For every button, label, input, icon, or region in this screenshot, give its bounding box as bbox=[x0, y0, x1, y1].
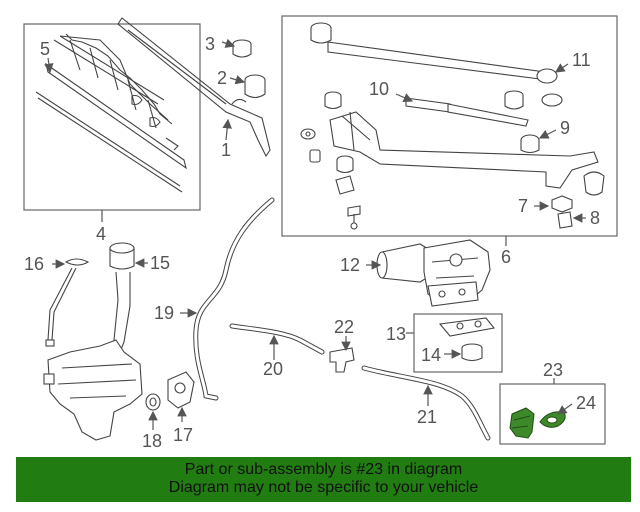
callout-7: 7 bbox=[518, 196, 528, 216]
box-linkage bbox=[281, 15, 618, 237]
arm-cap-3 bbox=[232, 39, 252, 58]
callout-9: 9 bbox=[560, 118, 570, 138]
wiper-motor-drawing bbox=[376, 239, 491, 307]
box-blade-assembly bbox=[23, 23, 201, 211]
callout-2: 2 bbox=[217, 68, 227, 88]
callout-4: 4 bbox=[96, 224, 106, 244]
callout-17: 17 bbox=[173, 425, 193, 445]
callout-6: 6 bbox=[501, 247, 511, 267]
joint-22 bbox=[329, 347, 355, 373]
callout-18: 18 bbox=[142, 431, 162, 451]
callout-21: 21 bbox=[417, 407, 437, 427]
callout-10: 10 bbox=[369, 79, 389, 99]
wiper-blade-group bbox=[23, 23, 201, 211]
box-13 bbox=[413, 313, 503, 373]
callout-15: 15 bbox=[150, 253, 170, 273]
callout-24: 24 bbox=[576, 393, 596, 413]
wiper-blade-drawing bbox=[35, 33, 187, 193]
callout-labels: 3 2 1 5 4 11 10 9 7 8 6 12 13 14 15 16 1… bbox=[24, 34, 600, 451]
washer-nozzle-group bbox=[499, 383, 606, 445]
callout-11: 11 bbox=[572, 50, 591, 70]
washer-reservoir-drawing bbox=[43, 242, 195, 441]
hose-20 bbox=[229, 323, 325, 355]
callout-22: 22 bbox=[334, 317, 354, 337]
callout-16: 16 bbox=[24, 254, 44, 274]
callout-12: 12 bbox=[340, 255, 360, 275]
hose-19 bbox=[193, 197, 275, 401]
callout-8: 8 bbox=[590, 208, 600, 228]
callout-20: 20 bbox=[263, 359, 283, 379]
bracket-group bbox=[413, 313, 503, 373]
wiper-linkage-drawing bbox=[300, 22, 605, 230]
callout-19: 19 bbox=[154, 303, 174, 323]
callout-23: 23 bbox=[543, 360, 563, 380]
wiper-arm-drawing bbox=[117, 17, 271, 158]
hose-21 bbox=[361, 365, 491, 441]
banner-line-2: Diagram may not be specific to your vehi… bbox=[168, 479, 479, 496]
arm-cap-2 bbox=[244, 74, 266, 99]
leader-lines bbox=[44, 38, 586, 430]
callout-14: 14 bbox=[421, 345, 441, 365]
callout-3: 3 bbox=[205, 34, 215, 54]
callout-1: 1 bbox=[221, 140, 231, 160]
linkage-group bbox=[281, 15, 618, 237]
washer-nozzle-part bbox=[509, 407, 535, 439]
box-23 bbox=[499, 383, 606, 445]
callout-13: 13 bbox=[386, 324, 406, 344]
callout-5: 5 bbox=[40, 39, 50, 59]
banner-line-1: Part or sub-assembly is #23 in diagram bbox=[184, 461, 463, 478]
part-info-banner: Part or sub-assembly is #23 in diagram D… bbox=[16, 457, 631, 502]
